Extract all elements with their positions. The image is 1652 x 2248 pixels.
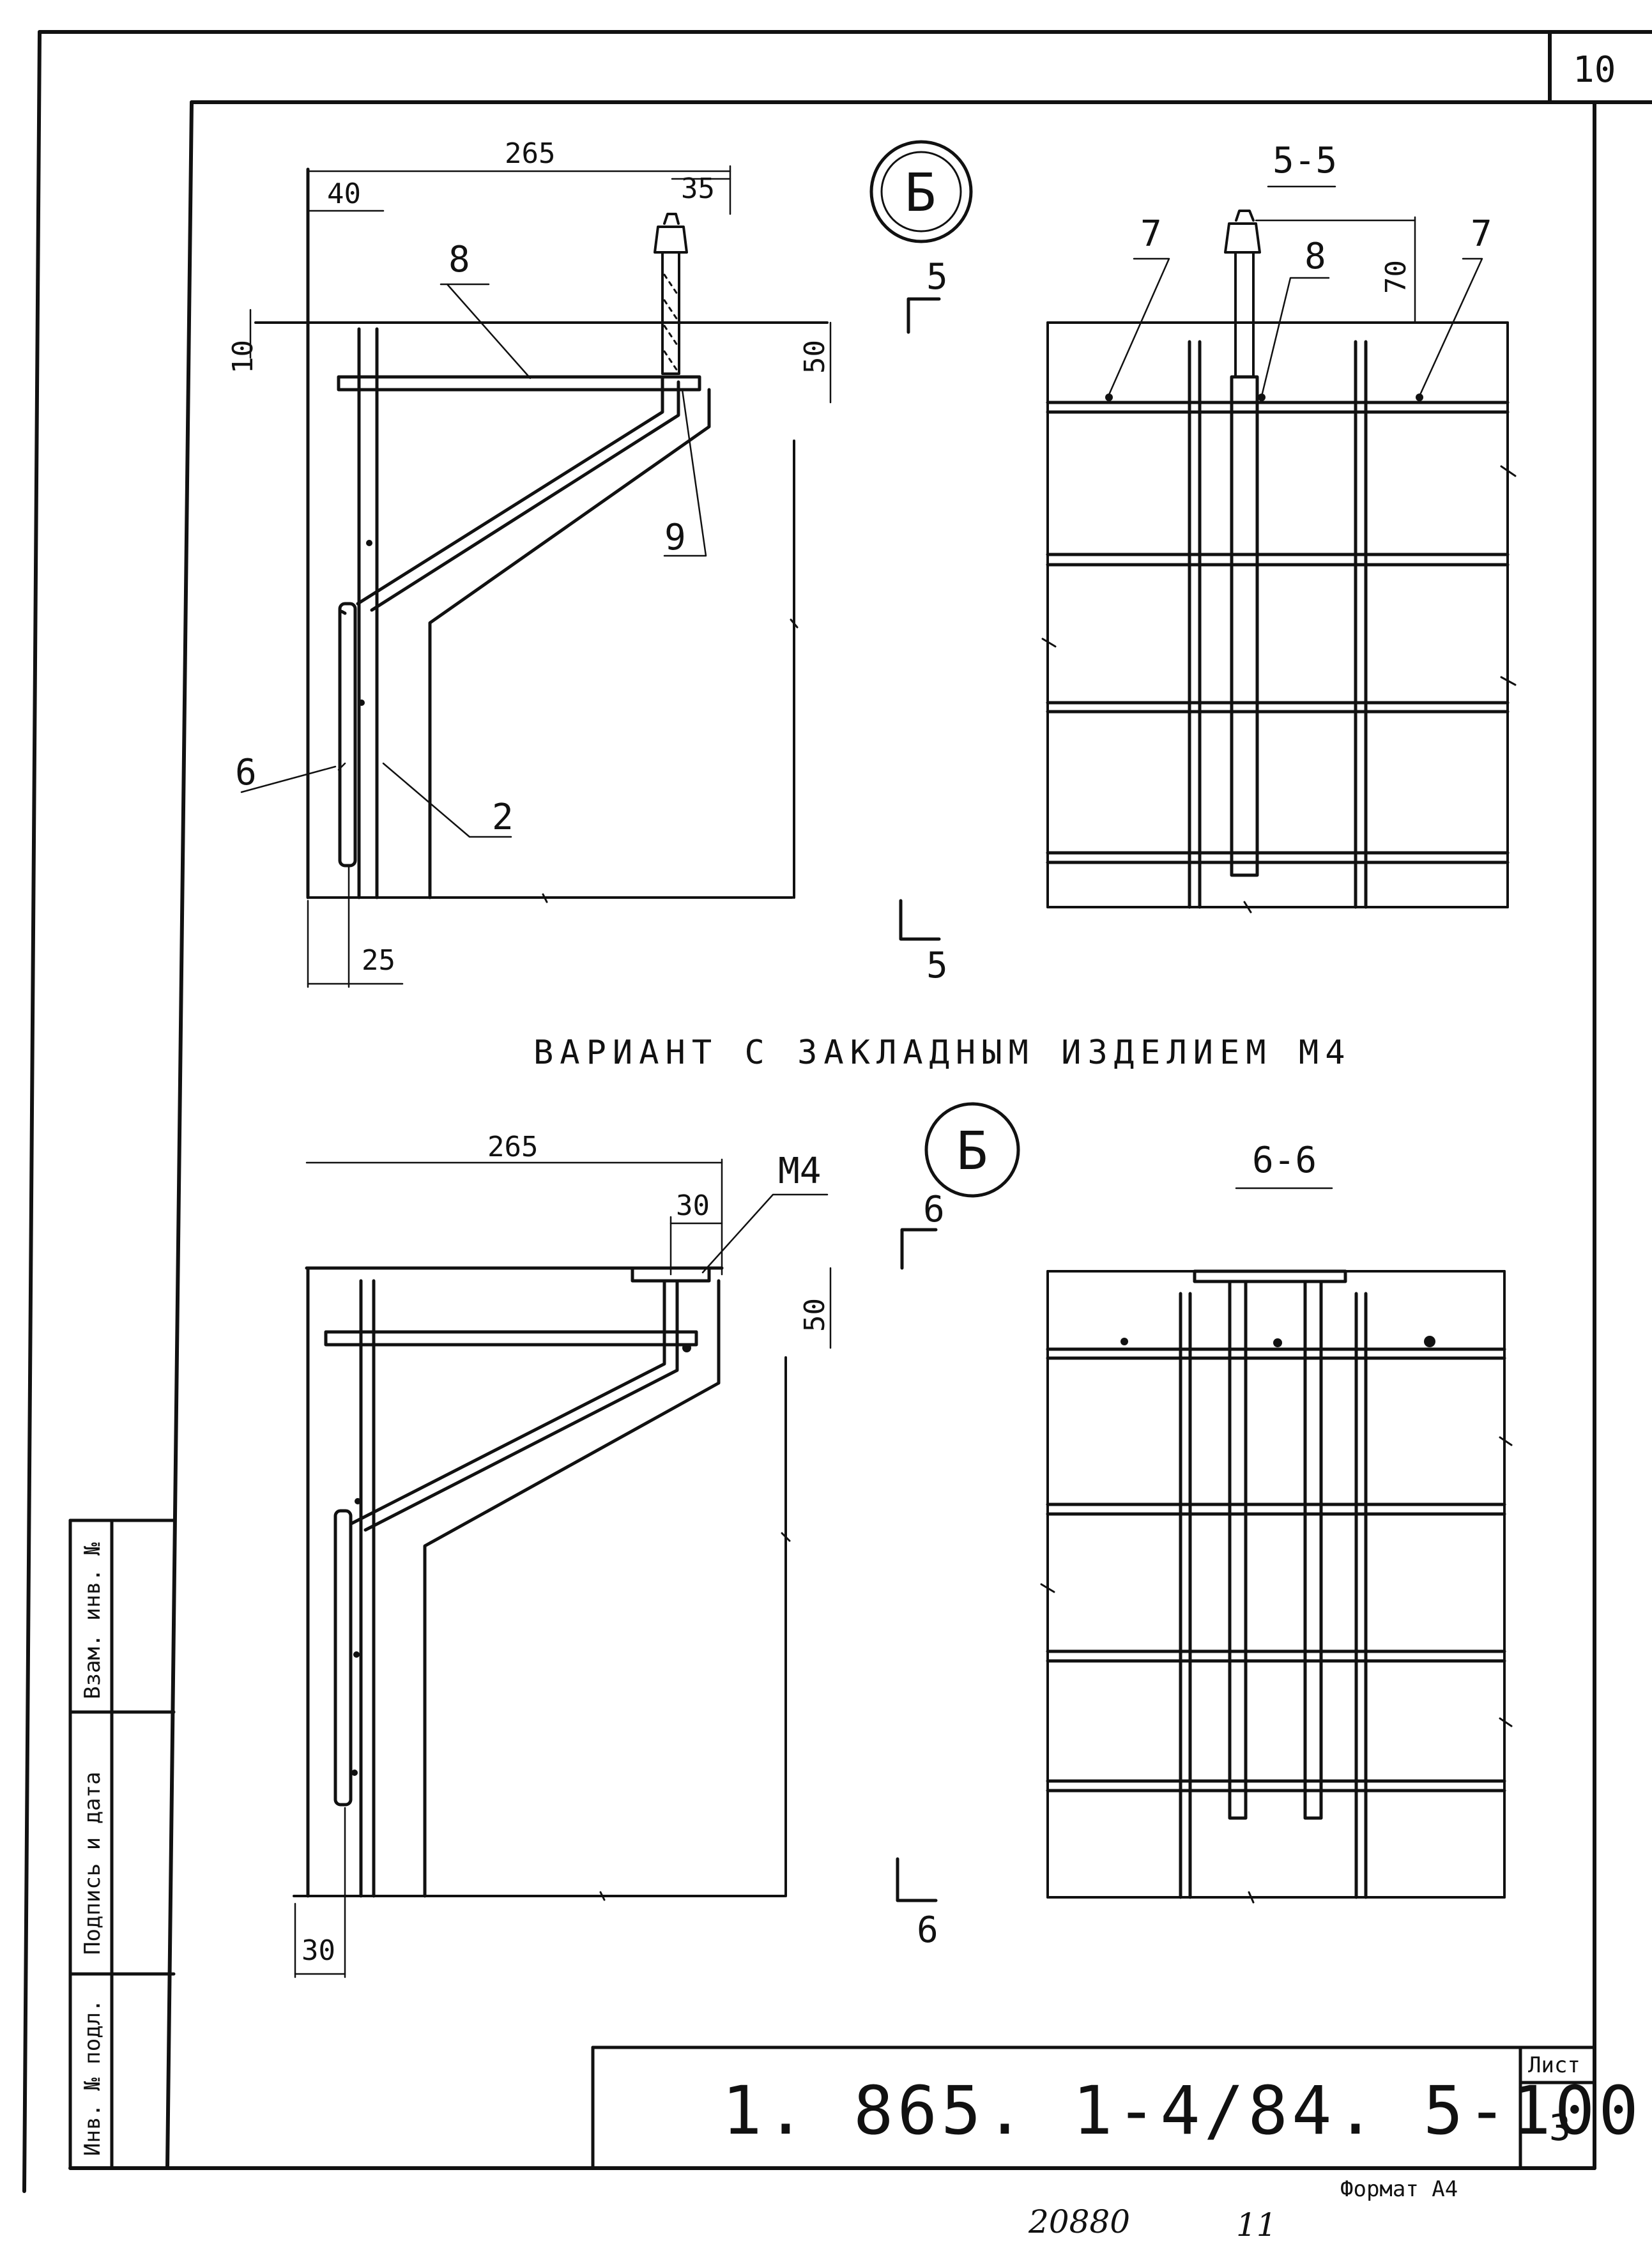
stamp-signature-date: Подпись и дата <box>80 1771 105 1955</box>
sidebar-stamp-table <box>68 1518 176 2170</box>
dim-bottom-bottom: 30 <box>302 1934 335 1967</box>
dim-top-height: 50 <box>799 340 831 374</box>
label-part-8: 8 <box>448 239 470 280</box>
page-number: 10 <box>1573 49 1616 91</box>
section-mark-5-top: 5 <box>926 256 948 298</box>
dim-bottom-total: 265 <box>487 1131 538 1163</box>
sheet-number: 3 <box>1549 2107 1571 2149</box>
callout-circle-bottom <box>924 1102 1020 1198</box>
dim-top-right-offset: 35 <box>681 172 715 205</box>
section-mark-6-bottom: 6 <box>917 1909 938 1951</box>
leader-m4 <box>701 1193 829 1274</box>
sheet-index: 11 <box>1236 2206 1277 2244</box>
section-6-6-grid <box>1040 1269 1513 1904</box>
dim-top-total: 265 <box>505 137 555 170</box>
callout-inner-top <box>880 151 962 233</box>
dim-5-5-height: 70 <box>1380 260 1412 294</box>
stamp-inventory-number: Инв. № подл. <box>80 1999 105 2156</box>
label-part-9: 9 <box>664 517 686 558</box>
view-callout-b-top: Б <box>905 163 936 224</box>
section-mark-5-bottom: 5 <box>926 945 948 986</box>
dim-bottom-right-offset: 30 <box>676 1189 710 1222</box>
label-5-5-part-7-right: 7 <box>1471 213 1492 255</box>
callout-circle-top <box>869 140 973 243</box>
section-5-5-grid <box>1041 210 1517 914</box>
section-mark-6 <box>896 1228 938 1902</box>
label-m4: М4 <box>778 1151 821 1192</box>
label-5-5-part-7-left: 7 <box>1140 213 1162 255</box>
section-mark-5 <box>899 297 941 941</box>
label-5-5-part-8: 8 <box>1304 236 1326 277</box>
variant-caption: ВАРИАНТ С ЗАКЛАДНЫМ ИЗДЕЛИЕМ М4 <box>533 1034 1352 1072</box>
view-b-top-dimensions <box>249 165 832 988</box>
drawing-frame <box>22 30 1652 2193</box>
section-5-5-dimensions <box>1255 216 1416 324</box>
view-callout-b-bottom: Б <box>956 1121 988 1182</box>
section-mark-6-top: 6 <box>923 1189 945 1230</box>
view-b-bottom <box>293 1266 791 1901</box>
archive-number: 20880 <box>1028 2203 1130 2240</box>
section-title-6-6: 6-6 <box>1252 1140 1317 1181</box>
dim-bottom-height: 50 <box>799 1298 831 1332</box>
dim-top-bottom: 25 <box>362 944 395 977</box>
document-number: 1. 865. 1-4/84. 5-100 СБ <box>722 2072 1652 2150</box>
title-block <box>591 2045 1596 2170</box>
label-part-6: 6 <box>235 752 257 793</box>
dim-top-left-offset: 40 <box>327 178 361 210</box>
section-5-5-leaders <box>1107 257 1483 397</box>
label-part-2: 2 <box>492 797 514 838</box>
dim-top-gap: 10 <box>227 340 259 374</box>
view-b-bottom-dimensions <box>294 1158 832 1978</box>
section-title-5-5: 5-5 <box>1273 140 1337 181</box>
view-b-top-leaders <box>240 283 707 838</box>
view-b-top <box>254 167 829 903</box>
stamp-replacement-inventory: Взам. инв. № <box>80 1542 105 1699</box>
format-label: Формат А4 <box>1340 2176 1458 2202</box>
sheet-label: Лист <box>1528 2053 1580 2078</box>
